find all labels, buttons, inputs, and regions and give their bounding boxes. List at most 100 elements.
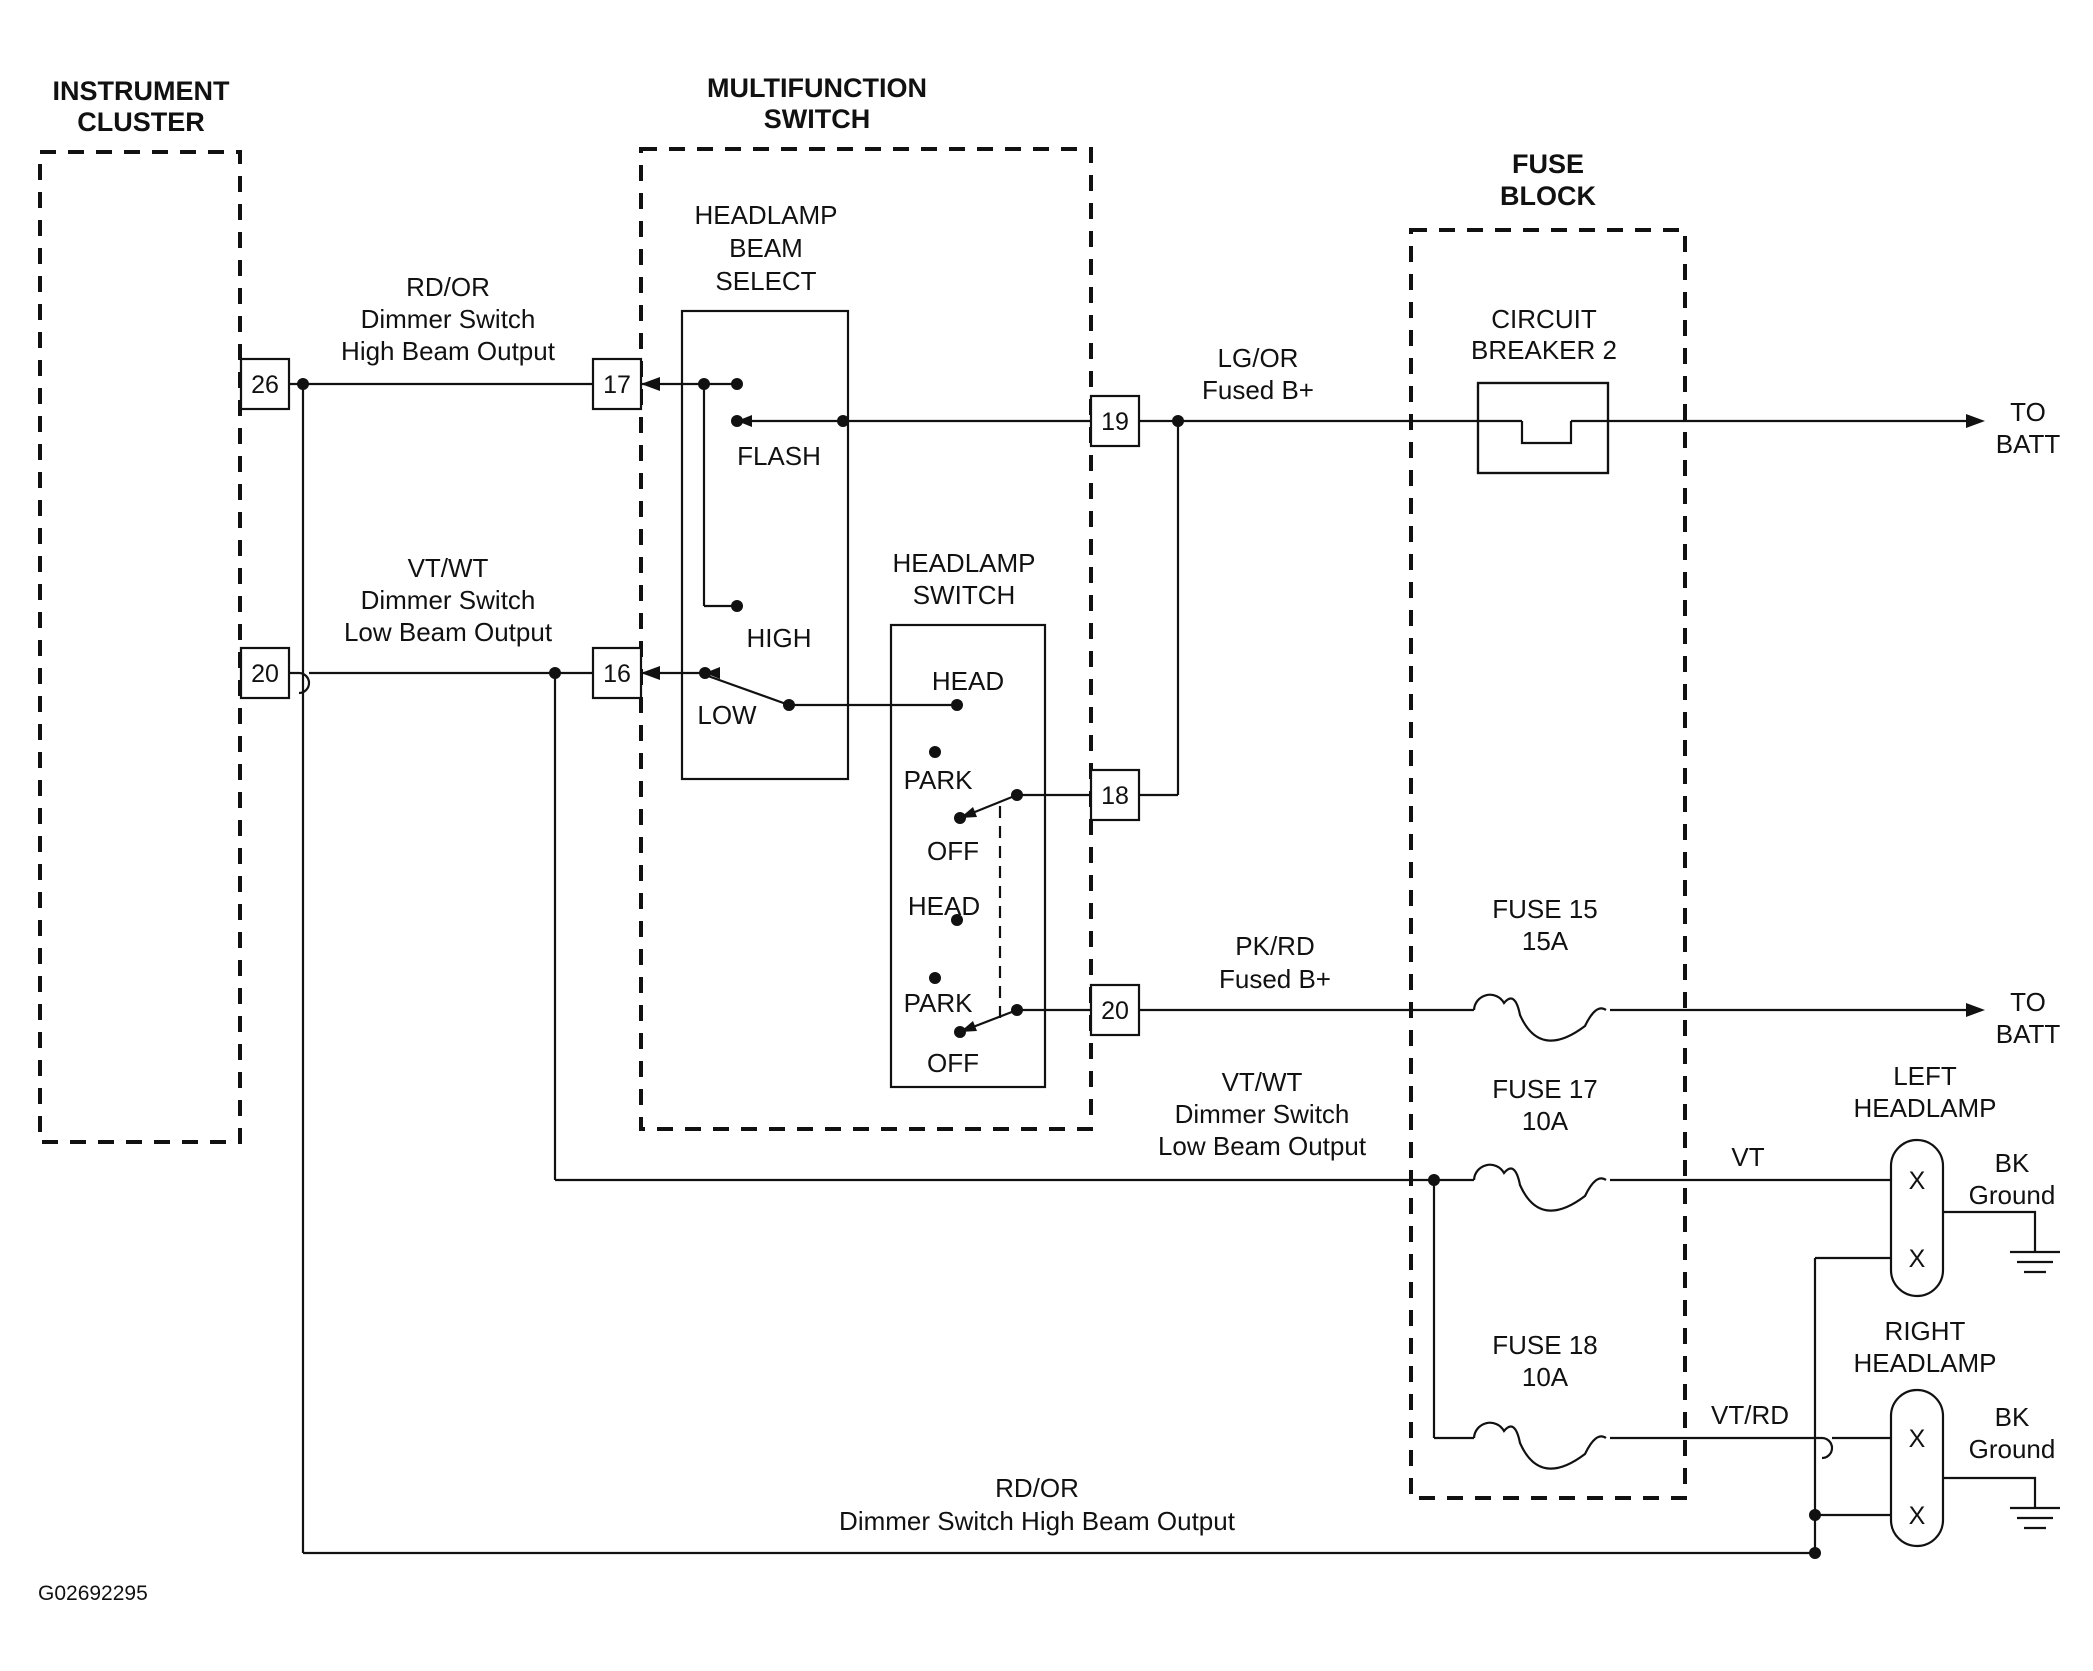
right-ground-symbol bbox=[2010, 1506, 2060, 1530]
to-batt-bottom-label-1: TO bbox=[2010, 987, 2046, 1017]
contact-high bbox=[731, 600, 743, 612]
circuit-breaker-element bbox=[1520, 421, 1573, 445]
right-ground-wire bbox=[1943, 1476, 2037, 1508]
head-label-upper: HEAD bbox=[932, 666, 1004, 696]
switch-pin-20-label: 20 bbox=[1101, 997, 1129, 1025]
to-batt-bottom-label-2: BATT bbox=[1996, 1019, 2061, 1049]
junction-high-cluster bbox=[297, 378, 309, 390]
switch-pin-20 bbox=[1089, 983, 1141, 1037]
junction-right-high bbox=[1809, 1509, 1821, 1521]
fused-b-plus-color: LG/OR bbox=[1218, 343, 1299, 373]
left-headlamp-label-2: HEADLAMP bbox=[1853, 1093, 1996, 1123]
figure-id: G02692295 bbox=[38, 1582, 148, 1605]
vt-rd-crossover bbox=[1821, 1436, 1834, 1460]
left-ground-wire bbox=[1943, 1210, 2037, 1252]
off-label-lower: OFF bbox=[927, 1048, 979, 1078]
fuse-15-label-2: 15A bbox=[1522, 926, 1569, 956]
junction-beam-select bbox=[698, 378, 710, 390]
multifunction-switch-outline bbox=[639, 147, 1093, 1131]
circuit-breaker-label-1: CIRCUIT bbox=[1491, 304, 1597, 334]
high-label: HIGH bbox=[747, 623, 812, 653]
beam-select-label-2: BEAM bbox=[729, 233, 803, 263]
low-arm-arrow bbox=[705, 667, 720, 679]
low-beam-right-color: VT/WT bbox=[1222, 1067, 1303, 1097]
contact-low-common bbox=[783, 699, 795, 711]
contact-head-upper bbox=[951, 699, 963, 711]
right-headlamp-pin-low: X bbox=[1909, 1425, 1926, 1453]
cluster-pin-20-label: 20 bbox=[251, 660, 279, 688]
cluster-pin-26-label: 26 bbox=[251, 371, 279, 399]
switch-pin-17 bbox=[591, 357, 643, 411]
left-ground-symbol bbox=[2010, 1250, 2060, 1274]
left-ground-label: Ground bbox=[1969, 1180, 2056, 1210]
headlamp-switch-label-1: HEADLAMP bbox=[892, 548, 1035, 578]
headlamp-switch-label-2: SWITCH bbox=[913, 580, 1016, 610]
to-batt-top-label-1: TO bbox=[2010, 397, 2046, 427]
low-beam-right-name-1: Dimmer Switch bbox=[1175, 1099, 1350, 1129]
high-beam-top-name-1: Dimmer Switch bbox=[361, 304, 536, 334]
low-beam-top-color: VT/WT bbox=[408, 553, 489, 583]
fuse-17-label-1: FUSE 17 bbox=[1492, 1074, 1598, 1104]
high-beam-top-color: RD/OR bbox=[406, 272, 490, 302]
junction-high-beam-end bbox=[1809, 1547, 1821, 1559]
fuse-17-element bbox=[1472, 1163, 1607, 1212]
low-beam-right-name-2: Low Beam Output bbox=[1158, 1131, 1367, 1161]
junction-b-plus bbox=[1172, 415, 1184, 427]
cluster-20-lead bbox=[289, 671, 311, 695]
left-ground-color: BK bbox=[1995, 1148, 2030, 1178]
fuse-15-label-1: FUSE 15 bbox=[1492, 894, 1598, 924]
low-beam-top-name-1: Dimmer Switch bbox=[361, 585, 536, 615]
contact-low bbox=[699, 667, 711, 679]
to-batt-top-label-2: BATT bbox=[1996, 429, 2061, 459]
beam-select-label-3: SELECT bbox=[715, 266, 816, 296]
right-headlamp-label-1: RIGHT bbox=[1885, 1316, 1966, 1346]
cluster-pin-20 bbox=[239, 646, 291, 700]
right-ground-label: Ground bbox=[1969, 1434, 2056, 1464]
fuse-block-label-1: FUSE bbox=[1512, 149, 1584, 179]
beam-select-label-1: HEADLAMP bbox=[694, 200, 837, 230]
right-headlamp-body bbox=[1889, 1388, 1945, 1548]
left-headlamp-pin-low: X bbox=[1909, 1167, 1926, 1195]
switch-pin-19-label: 19 bbox=[1101, 408, 1129, 436]
fuse-17-label-2: 10A bbox=[1522, 1106, 1569, 1136]
switch-pin-19 bbox=[1089, 394, 1141, 448]
vt-label: VT bbox=[1731, 1142, 1764, 1172]
junction-low-cluster bbox=[549, 667, 561, 679]
left-headlamp-pin-high: X bbox=[1909, 1245, 1926, 1273]
off-label-upper: OFF bbox=[927, 836, 979, 866]
fuse-18-label-2: 10A bbox=[1522, 1362, 1569, 1392]
cluster-pin-26 bbox=[239, 357, 291, 411]
right-headlamp-pin-high: X bbox=[1909, 1502, 1926, 1530]
instrument-cluster-outline bbox=[38, 150, 242, 1144]
low-beam-top-name-2: Low Beam Output bbox=[344, 617, 553, 647]
multifunction-switch-label-2: SWITCH bbox=[764, 104, 870, 134]
park-label-upper: PARK bbox=[904, 765, 974, 795]
high-beam-bottom-color: RD/OR bbox=[995, 1473, 1079, 1503]
fuse-block-outline bbox=[1409, 228, 1687, 1500]
park-b-plus-color: PK/RD bbox=[1235, 931, 1314, 961]
contact-park-lower bbox=[929, 972, 941, 984]
circuit-breaker-label-2: BREAKER 2 bbox=[1471, 335, 1617, 365]
head-label-lower: HEAD bbox=[908, 891, 980, 921]
contact-flash-lower bbox=[731, 415, 743, 427]
park-label-lower: PARK bbox=[904, 988, 974, 1018]
beam-select-box bbox=[680, 309, 850, 781]
contact-flash-common bbox=[837, 415, 849, 427]
switch-pin-16-label: 16 bbox=[603, 660, 631, 688]
to-batt-bottom-arrow bbox=[1966, 1003, 1985, 1017]
switch-pin-18-label: 18 bbox=[1101, 782, 1129, 810]
fused-b-plus-name: Fused B+ bbox=[1202, 375, 1314, 405]
to-batt-top-arrow bbox=[1966, 414, 1985, 428]
junction-fuse-17-18 bbox=[1428, 1174, 1440, 1186]
park-b-plus-name: Fused B+ bbox=[1219, 964, 1331, 994]
circuit-breaker-box bbox=[1476, 381, 1610, 475]
contact-off-upper bbox=[954, 812, 966, 824]
fuse-15-element bbox=[1472, 993, 1607, 1042]
low-label: LOW bbox=[697, 700, 757, 730]
flash-arm-arrow bbox=[737, 415, 752, 427]
low-switch-arm bbox=[707, 674, 790, 707]
headlamp-switch-box bbox=[889, 623, 1047, 1089]
switch-pin-16 bbox=[591, 646, 643, 700]
flash-label: FLASH bbox=[737, 441, 821, 471]
